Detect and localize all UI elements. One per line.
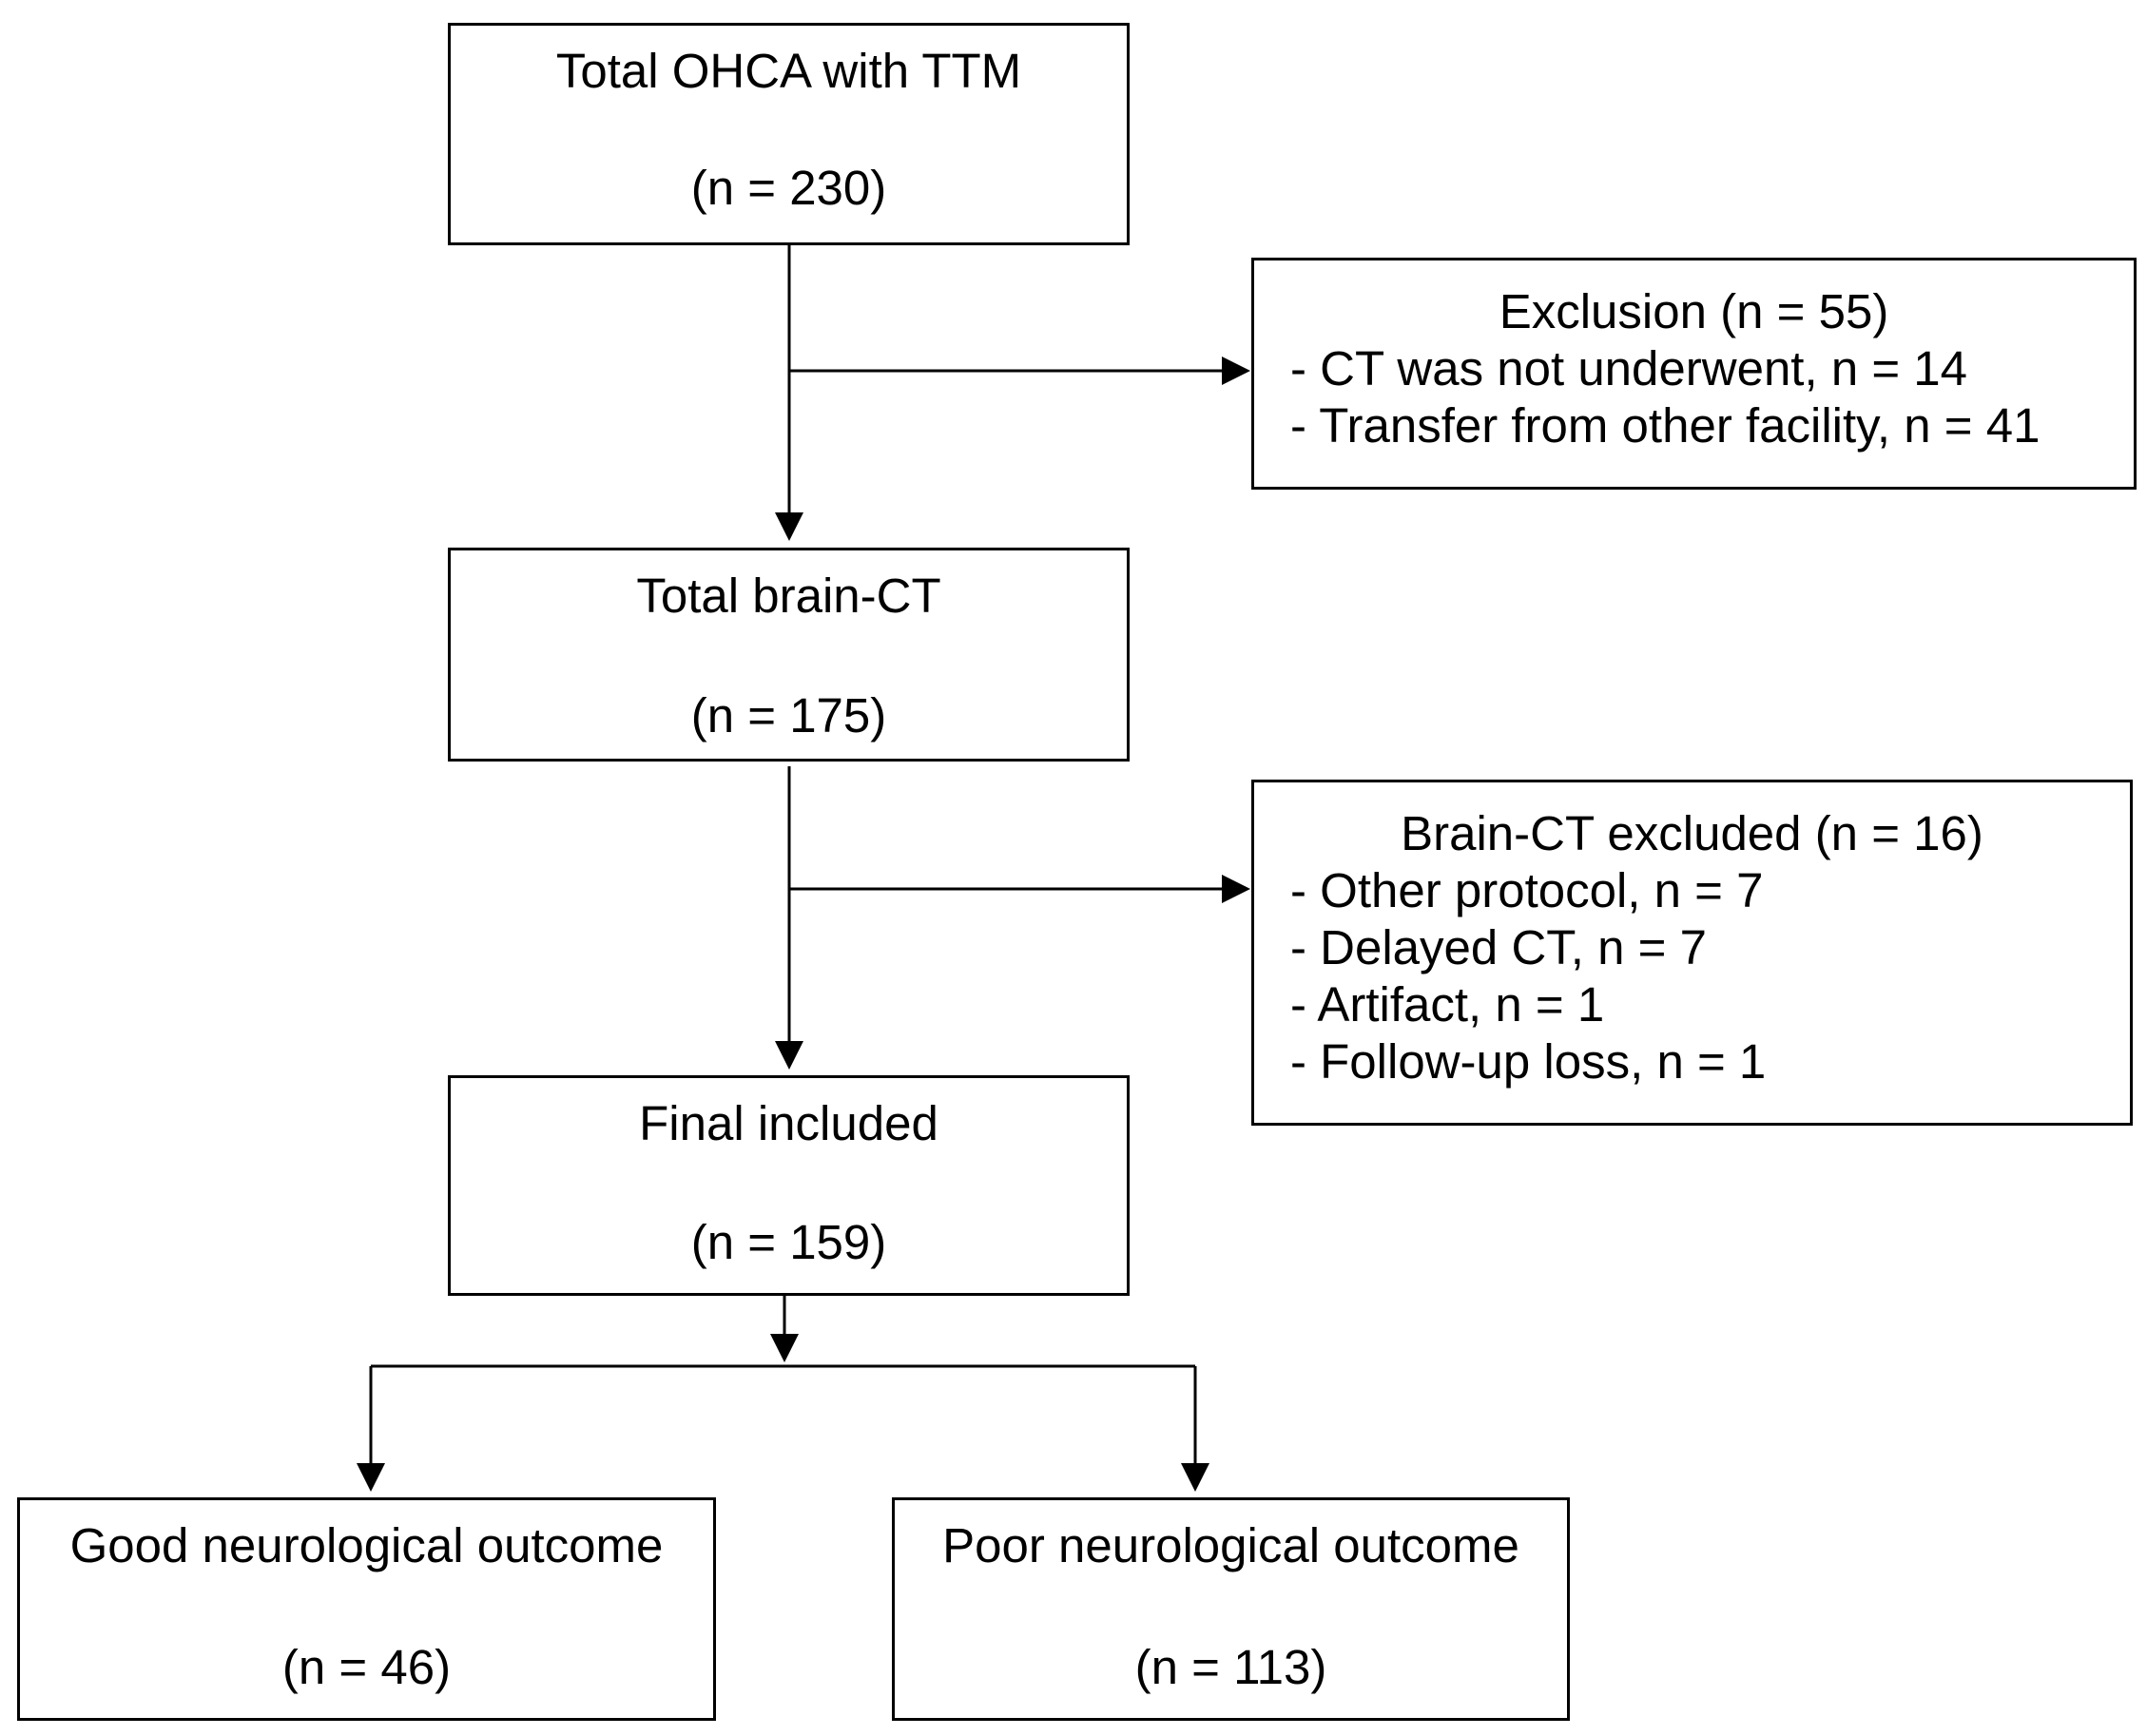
brain-ct-excluded-item: - Follow-up loss, n = 1 [1290, 1034, 1767, 1089]
box-good-outcome: Good neurological outcome (n = 46) [17, 1497, 716, 1721]
good-outcome-count: (n = 46) [281, 1640, 452, 1694]
final-included-title: Final included [639, 1096, 938, 1150]
exclusion-item: - Transfer from other facility, n = 41 [1290, 398, 2041, 453]
brain-ct-excluded-item: - Artifact, n = 1 [1290, 977, 1605, 1032]
total-brain-ct-count: (n = 175) [690, 688, 887, 743]
box-brain-ct-excluded: Brain-CT excluded (n = 16) - Other proto… [1251, 780, 2133, 1126]
brain-ct-excluded-item: - Delayed CT, n = 7 [1290, 920, 1707, 974]
brain-ct-excluded-item: - Other protocol, n = 7 [1290, 863, 1764, 917]
total-ohca-title: Total OHCA with TTM [555, 44, 1022, 98]
brain-ct-excluded-title: Brain-CT excluded (n = 16) [1401, 806, 1983, 860]
total-ohca-count: (n = 230) [690, 161, 887, 215]
good-outcome-title: Good neurological outcome [69, 1518, 664, 1572]
total-brain-ct-title: Total brain-CT [636, 569, 941, 623]
box-final-included: Final included (n = 159) [448, 1075, 1130, 1296]
exclusion-item: - CT was not underwent, n = 14 [1290, 341, 1968, 395]
poor-outcome-count: (n = 113) [1134, 1640, 1327, 1694]
exclusion-title: Exclusion (n = 55) [1499, 284, 1889, 338]
poor-outcome-title: Poor neurological outcome [942, 1518, 1519, 1572]
box-total-ohca: Total OHCA with TTM (n = 230) [448, 23, 1130, 245]
box-total-brain-ct: Total brain-CT (n = 175) [448, 548, 1130, 762]
final-included-count: (n = 159) [690, 1215, 887, 1269]
box-poor-outcome: Poor neurological outcome (n = 113) [892, 1497, 1570, 1721]
box-exclusion: Exclusion (n = 55) - CT was not underwen… [1251, 258, 2137, 490]
